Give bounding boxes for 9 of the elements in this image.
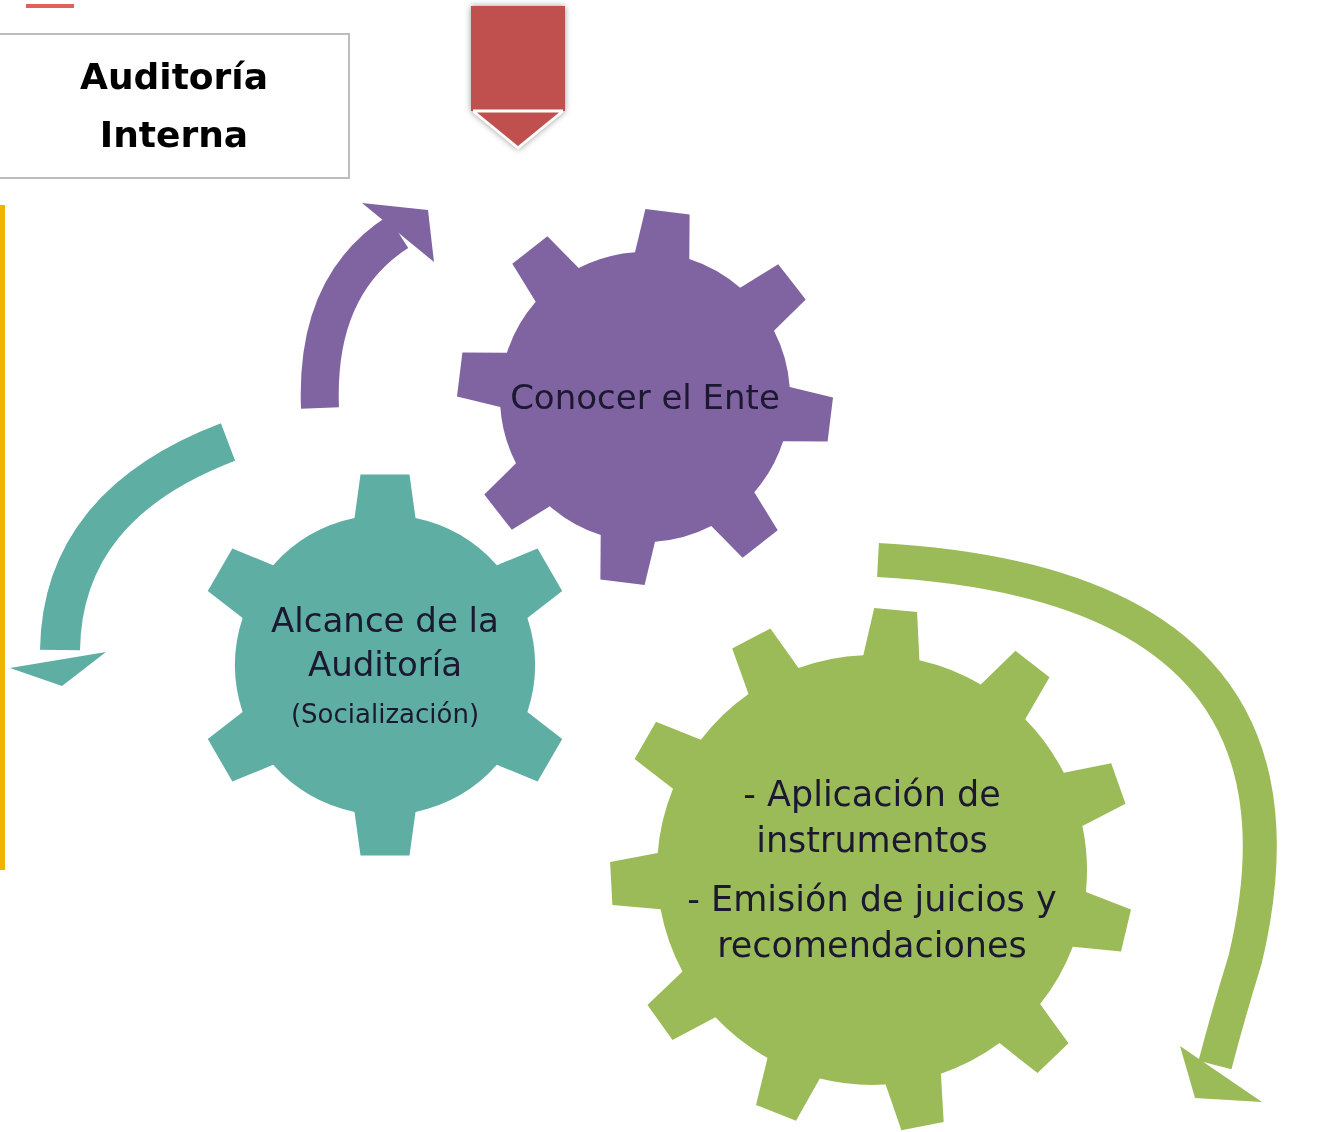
gear-shape — [610, 608, 1134, 1132]
title-text: Auditoría Interna — [79, 55, 269, 157]
gear-label: Conocer el Ente — [510, 375, 780, 419]
gear-label: (Socialización) — [289, 698, 481, 732]
title-box — [0, 33, 350, 179]
gear-shape — [457, 209, 833, 585]
gear-label: - Emisión de juicios y recomendaciones — [686, 878, 1058, 967]
gear-label: Alcance de la Auditoría — [270, 598, 500, 687]
gear-label: - Aplicación de instrumentos — [742, 773, 1002, 862]
